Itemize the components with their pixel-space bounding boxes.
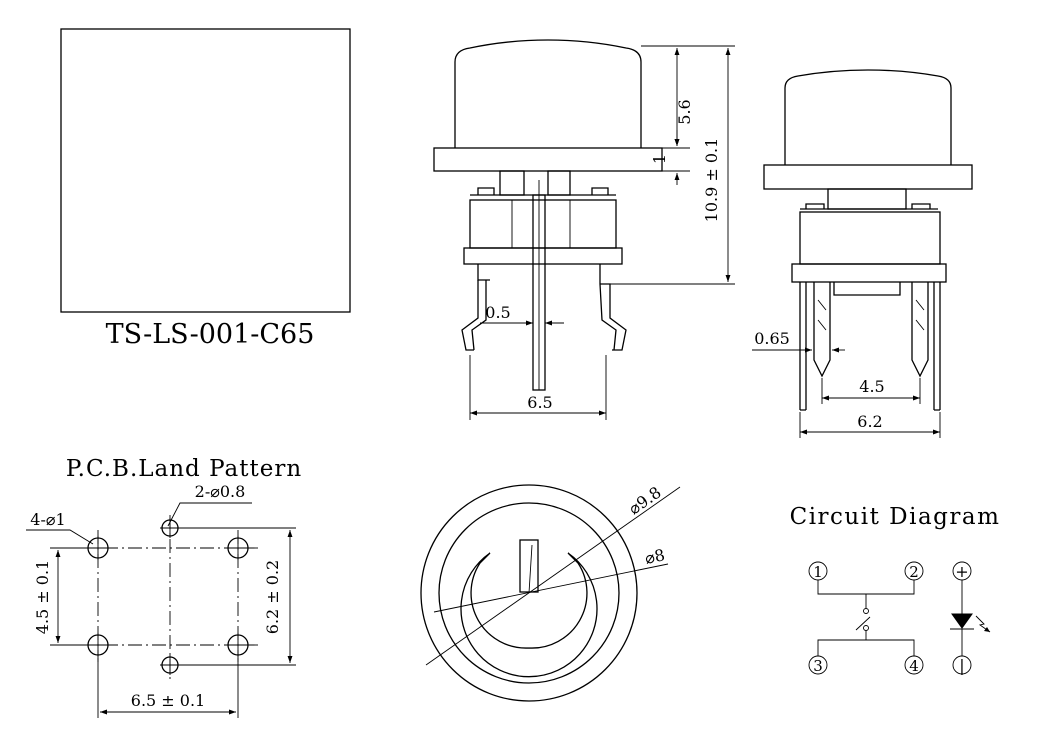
switch-base xyxy=(463,247,623,265)
side-switch-body xyxy=(799,211,941,265)
pcb-hole-small xyxy=(160,655,180,675)
dim-cap-height: 5.6 xyxy=(675,99,694,124)
pcb-title: P.C.B.Land Pattern xyxy=(66,456,302,482)
dim-pin-pitch: 4.5 xyxy=(859,377,884,396)
button-flange xyxy=(433,147,663,172)
circuit-pin-1: 1 xyxy=(808,561,828,581)
circuit-pin-4: 4 xyxy=(904,655,924,675)
pcb-hole-small xyxy=(160,518,180,538)
dim-body-width: 6.2 xyxy=(857,412,882,431)
product-photo-area: TS-LS-001-C65 xyxy=(60,28,351,350)
dim-lead-span: 6.5 xyxy=(527,393,552,412)
side-pin-right xyxy=(911,282,929,378)
led-plus-terminal: + xyxy=(952,561,972,581)
dim-total-height: 10.9 ± 0.1 xyxy=(702,138,721,223)
side-switch-base xyxy=(791,263,947,283)
svg-text:2: 2 xyxy=(909,563,919,581)
led-symbol xyxy=(951,613,973,629)
photo-frame xyxy=(60,28,351,313)
part-number-label: TS-LS-001-C65 xyxy=(106,319,315,350)
pcb-large-holes-label: 4-⌀1 xyxy=(30,510,65,529)
svg-text:3: 3 xyxy=(813,657,823,675)
dim-inner-diameter: ⌀8 xyxy=(643,545,666,568)
outer-ring xyxy=(420,484,638,702)
side-pin-left xyxy=(813,282,831,378)
lead-left xyxy=(461,280,487,351)
switch-body xyxy=(469,199,617,249)
circuit-diagram: Circuit Diagram 1 2 3 4 + | xyxy=(790,504,1001,675)
pcb-hole-large xyxy=(226,536,250,560)
top-view: ⌀9.8 ⌀8 xyxy=(420,483,681,702)
svg-text:|: | xyxy=(959,656,964,675)
led-minus-terminal: | xyxy=(952,655,972,675)
pcb-small-holes-label: 2-⌀0.8 xyxy=(195,482,246,501)
svg-text:+: + xyxy=(955,562,968,581)
power-symbol-bar xyxy=(519,539,539,593)
pcb-hole-large xyxy=(226,633,250,657)
side-button-cap xyxy=(784,69,952,165)
side-flange xyxy=(763,164,973,190)
svg-text:4: 4 xyxy=(909,657,919,675)
stem-right xyxy=(547,170,571,196)
inner-ring xyxy=(438,502,620,684)
dim-pcb-horizontal: 6.5 ± 0.1 xyxy=(131,691,205,710)
front-view: 5.6 1 10.9 ± 0.1 0.5 6.5 xyxy=(433,39,735,420)
button-cap xyxy=(454,39,642,148)
dim-pin-thickness: 0.65 xyxy=(754,329,790,348)
lead-right xyxy=(599,283,627,351)
stem-left xyxy=(499,170,525,196)
dim-pcb-vertical-left: 4.5 ± 0.1 xyxy=(33,560,52,634)
circuit-pin-3: 3 xyxy=(808,655,828,675)
circuit-pin-2: 2 xyxy=(904,561,924,581)
dim-pcb-vertical-right: 6.2 ± 0.2 xyxy=(263,560,282,634)
dim-outer-diameter: ⌀9.8 xyxy=(625,483,665,519)
circuit-title: Circuit Diagram xyxy=(790,504,1001,530)
side-view: 0.65 4.5 6.2 xyxy=(752,69,973,438)
pcb-land-pattern: P.C.B.Land Pattern 4-⌀1 2-⌀0.8 4.5 ± 0.1… xyxy=(26,456,302,718)
dim-flange: 1 xyxy=(650,154,669,164)
power-symbol-arc xyxy=(460,552,598,678)
dim-pin-width: 0.5 xyxy=(485,303,510,322)
svg-text:1: 1 xyxy=(813,563,823,581)
